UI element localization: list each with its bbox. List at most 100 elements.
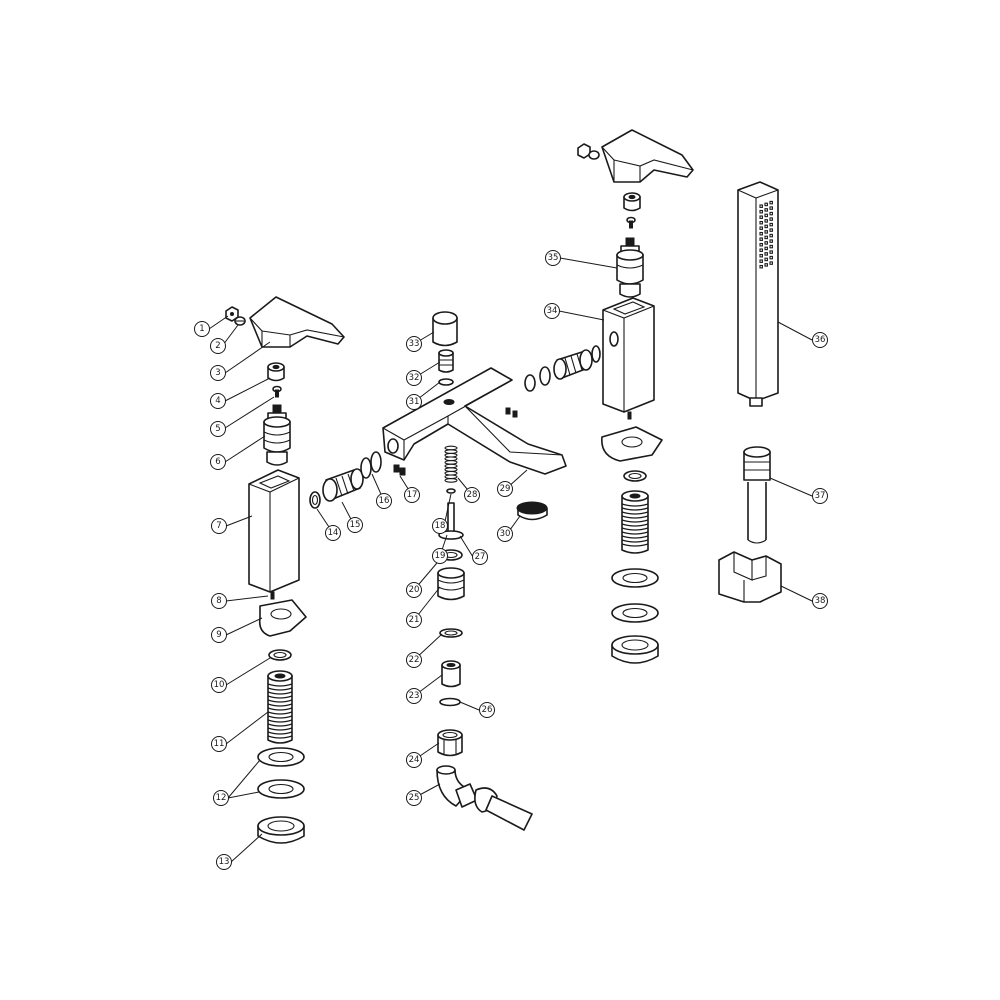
callout-29: 29 bbox=[497, 481, 513, 497]
callout-15: 15 bbox=[347, 517, 363, 533]
svg-text:14: 14 bbox=[328, 528, 339, 538]
right-lever-handle bbox=[601, 129, 694, 183]
callout-11: 11 bbox=[211, 736, 227, 752]
part-30-cap bbox=[516, 501, 548, 521]
part-16-washer bbox=[360, 451, 382, 479]
part-22-washer bbox=[439, 628, 463, 638]
part-24-hex-nut bbox=[437, 729, 463, 757]
callout-34: 34 bbox=[544, 303, 560, 319]
svg-text:12: 12 bbox=[216, 793, 227, 803]
callout-12: 12 bbox=[213, 790, 229, 806]
right-washer bbox=[623, 470, 647, 482]
svg-text:31: 31 bbox=[409, 397, 420, 407]
part-34-valve-body bbox=[602, 297, 655, 413]
callout-9: 9 bbox=[211, 627, 227, 643]
callout-7: 7 bbox=[211, 518, 227, 534]
part-9-base-plate bbox=[258, 599, 307, 637]
part-25-elbow-hose bbox=[436, 765, 533, 831]
svg-text:15: 15 bbox=[350, 520, 361, 530]
callout-24: 24 bbox=[406, 752, 422, 768]
shower-kit bbox=[718, 181, 782, 603]
callout-17: 17 bbox=[404, 487, 420, 503]
callout-23: 23 bbox=[406, 688, 422, 704]
svg-text:38: 38 bbox=[815, 596, 826, 606]
part-17-screw bbox=[393, 464, 406, 476]
svg-text:32: 32 bbox=[409, 373, 420, 383]
part-21-threaded-bush bbox=[437, 567, 465, 601]
callout-30: 30 bbox=[497, 526, 513, 542]
svg-text:4: 4 bbox=[215, 396, 220, 406]
part-36-shower-handset bbox=[737, 181, 779, 407]
callout-20: 20 bbox=[406, 582, 422, 598]
svg-text:36: 36 bbox=[815, 335, 826, 345]
svg-text:23: 23 bbox=[409, 691, 420, 701]
part-4-adaptor bbox=[267, 362, 285, 382]
callout-5: 5 bbox=[210, 421, 226, 437]
svg-text:21: 21 bbox=[409, 615, 420, 625]
svg-text:35: 35 bbox=[548, 253, 559, 263]
right-base-plate bbox=[601, 426, 663, 462]
svg-text:22: 22 bbox=[409, 655, 420, 665]
part-38-wall-bracket bbox=[718, 551, 782, 603]
svg-text:2: 2 bbox=[215, 341, 220, 351]
left-connector-parts bbox=[309, 451, 406, 509]
callout-25: 25 bbox=[406, 790, 422, 806]
callout-22: 22 bbox=[406, 652, 422, 668]
part-37-shower-hose bbox=[743, 446, 771, 544]
callouts: 1 2 3 4 5 6 7 8 9 10 11 12 13 14 15 16 1… bbox=[194, 250, 828, 870]
part-19-spindle bbox=[438, 502, 464, 540]
right-back-nut bbox=[611, 635, 659, 664]
svg-text:25: 25 bbox=[409, 793, 420, 803]
callout-27: 27 bbox=[472, 549, 488, 565]
svg-text:17: 17 bbox=[407, 490, 418, 500]
svg-text:26: 26 bbox=[482, 705, 493, 715]
part-11-threaded-shank bbox=[267, 670, 293, 744]
svg-text:29: 29 bbox=[500, 484, 511, 494]
callout-26: 26 bbox=[479, 702, 495, 718]
part-23-nipple bbox=[441, 660, 461, 688]
svg-text:34: 34 bbox=[547, 306, 558, 316]
svg-text:27: 27 bbox=[475, 552, 486, 562]
part-26-o-ring bbox=[439, 697, 461, 707]
svg-text:16: 16 bbox=[379, 496, 390, 506]
callout-35: 35 bbox=[545, 250, 561, 266]
right-valve-assembly bbox=[577, 129, 694, 664]
callout-3: 3 bbox=[210, 365, 226, 381]
svg-text:7: 7 bbox=[216, 521, 221, 531]
right-grub-screw bbox=[577, 143, 600, 160]
left-valve-assembly bbox=[225, 296, 345, 844]
callout-38: 38 bbox=[812, 593, 828, 609]
svg-text:3: 3 bbox=[215, 368, 220, 378]
part-32-diverter-stem bbox=[438, 349, 454, 373]
callout-31: 31 bbox=[406, 394, 422, 410]
part-6-cartridge bbox=[263, 404, 291, 466]
callout-21: 21 bbox=[406, 612, 422, 628]
callout-8: 8 bbox=[211, 593, 227, 609]
center-spout-assembly bbox=[382, 311, 567, 831]
part-33-diverter-knob bbox=[432, 311, 458, 347]
svg-text:20: 20 bbox=[409, 585, 420, 595]
part-18-ring bbox=[446, 488, 456, 494]
right-washers bbox=[611, 568, 659, 623]
callout-1: 1 bbox=[194, 321, 210, 337]
part-35-cartridge bbox=[616, 237, 644, 298]
right-adaptor bbox=[623, 192, 641, 212]
callout-37: 37 bbox=[812, 488, 828, 504]
callout-6: 6 bbox=[210, 454, 226, 470]
right-threaded-shank bbox=[621, 490, 649, 554]
svg-text:37: 37 bbox=[815, 491, 826, 501]
svg-text:1: 1 bbox=[199, 324, 204, 334]
right-connector-parts bbox=[524, 345, 601, 392]
svg-text:11: 11 bbox=[214, 739, 225, 749]
callout-2: 2 bbox=[210, 338, 226, 354]
part-8-pin bbox=[270, 591, 275, 600]
callout-28: 28 bbox=[464, 487, 480, 503]
svg-text:5: 5 bbox=[215, 424, 220, 434]
callout-33: 33 bbox=[406, 336, 422, 352]
callout-19: 19 bbox=[432, 548, 448, 564]
svg-text:10: 10 bbox=[214, 680, 225, 690]
svg-text:24: 24 bbox=[409, 755, 420, 765]
svg-text:30: 30 bbox=[500, 529, 511, 539]
svg-text:33: 33 bbox=[409, 339, 420, 349]
